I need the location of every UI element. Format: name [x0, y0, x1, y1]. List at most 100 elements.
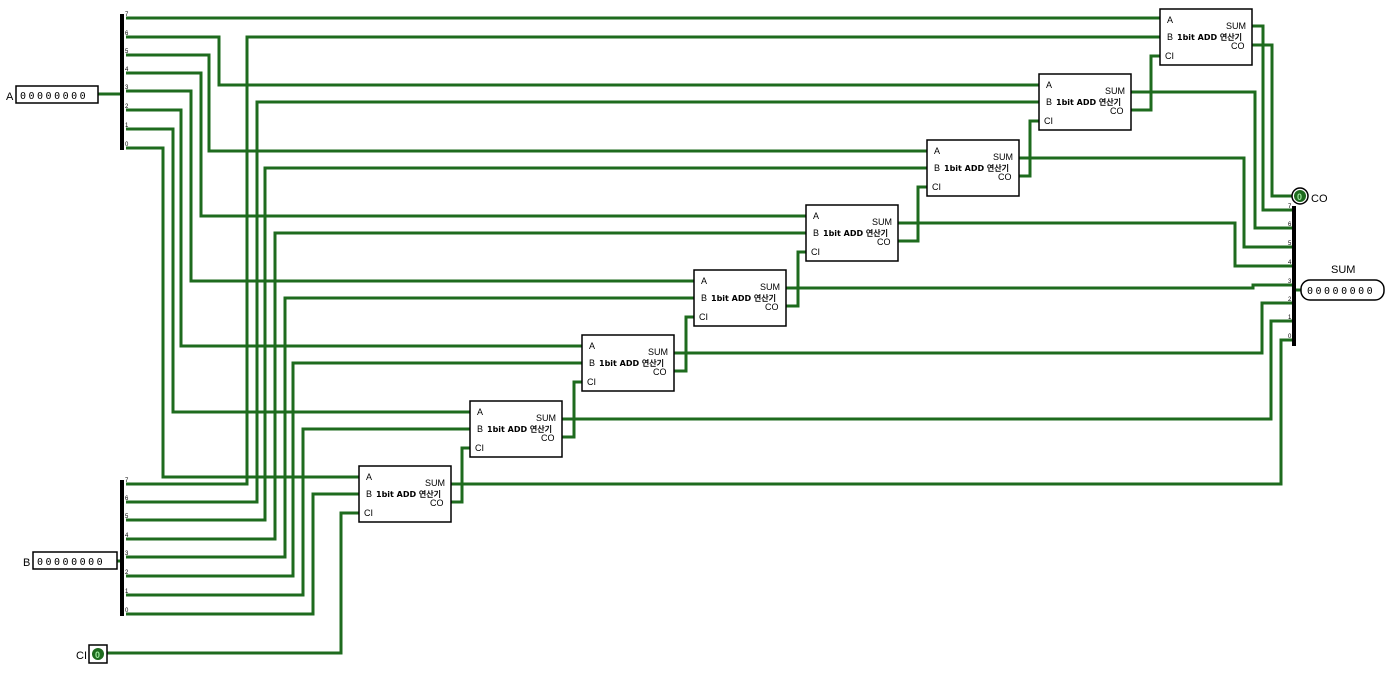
wire-sum-bit-5 — [1019, 156, 1294, 249]
splitter-a-index: 6 — [125, 31, 129, 37]
adder-pin-co-label: CO — [653, 367, 667, 377]
input-b-register[interactable] — [32, 551, 118, 570]
wire-a-bit-3 — [126, 89, 694, 283]
adder-pin-b-label: B — [589, 358, 595, 368]
adder-pin-b-label: B — [477, 424, 483, 434]
adder-body[interactable] — [1159, 8, 1253, 66]
adder-pin-b-label: B — [366, 489, 372, 499]
input-ci-value: 0 — [95, 650, 100, 660]
wire-sum-bit-6 — [1131, 90, 1294, 230]
adder-pin-co-label: CO — [541, 433, 555, 443]
input-ci[interactable]: CI 0 — [76, 644, 108, 664]
splitter-b-index: 3 — [125, 551, 129, 557]
wire-sum-bit-1 — [562, 319, 1294, 421]
splitter-a-index: 5 — [125, 49, 129, 55]
adder-pin-co-label: CO — [877, 237, 891, 247]
wire-b-bit-2 — [126, 361, 582, 578]
combiner-sum-index: 1 — [1288, 315, 1292, 321]
adder-body[interactable] — [1038, 73, 1132, 131]
adder-pin-sum-label: SUM — [760, 282, 780, 292]
input-a-label: A — [6, 91, 14, 103]
combiner-sum-index: 2 — [1288, 297, 1292, 303]
input-a[interactable]: A 00000000 — [6, 85, 99, 104]
input-a-value: 00000000 — [20, 91, 88, 102]
adder-title: 1bit ADD 연산기 — [944, 163, 1009, 173]
adder-pin-ci-label: CI — [475, 443, 484, 453]
adder-pin-sum-label: SUM — [425, 478, 445, 488]
splitter-a-index: 4 — [125, 67, 129, 73]
combiner-sum-index: 6 — [1288, 222, 1292, 228]
wire-a-bit-5 — [126, 53, 927, 153]
splitter-a-index: 1 — [125, 123, 129, 129]
wire-b-bit-7 — [126, 35, 1160, 486]
adder-body[interactable] — [469, 400, 563, 458]
output-co: 0 CO — [1291, 187, 1328, 205]
input-ci-label: CI — [76, 650, 87, 662]
combiner-sum-index: 7 — [1288, 204, 1292, 210]
combiner-sum-index: 3 — [1288, 279, 1292, 285]
adder-title: 1bit ADD 연산기 — [1056, 97, 1121, 107]
wire-b-bit-3 — [126, 296, 694, 559]
adder-pin-b-label: B — [1167, 32, 1173, 42]
input-a-register[interactable] — [15, 85, 99, 104]
adder-pin-ci-label: CI — [587, 377, 596, 387]
adder-pin-a-label: A — [589, 341, 595, 351]
adder-pin-co-label: CO — [430, 498, 444, 508]
input-b[interactable]: B 00000000 — [23, 551, 118, 570]
wire-b-bit-1 — [126, 427, 470, 597]
adder-title: 1bit ADD 연산기 — [599, 358, 664, 368]
input-b-value: 00000000 — [37, 557, 105, 568]
adder-pin-sum-label: SUM — [1105, 86, 1125, 96]
adder-pin-a-label: A — [813, 211, 819, 221]
adder-pin-ci-label: CI — [1044, 116, 1053, 126]
adder-pin-ci-label: CI — [364, 508, 373, 518]
output-co-value: 0 — [1297, 192, 1302, 202]
adder-pin-b-label: B — [1046, 97, 1052, 107]
adder-body[interactable] — [926, 139, 1020, 197]
adder-pin-sum-label: SUM — [648, 347, 668, 357]
combiner-sum-index: 4 — [1288, 260, 1292, 266]
splitter-a-index: 2 — [125, 104, 129, 110]
output-co-led — [1294, 190, 1306, 202]
adder-pin-a-label: A — [366, 472, 372, 482]
adder-title: 1bit ADD 연산기 — [376, 489, 441, 499]
adder-pin-co-label: CO — [998, 172, 1012, 182]
output-sum-label: SUM — [1331, 264, 1355, 276]
output-co-label: CO — [1311, 193, 1328, 205]
adder-pin-ci-label: CI — [811, 247, 820, 257]
adder-body[interactable] — [358, 465, 452, 523]
adder-pin-a-label: A — [1167, 15, 1173, 25]
wire-carry-1 — [562, 380, 582, 439]
adder-pin-co-label: CO — [765, 302, 779, 312]
output-sum-value: 00000000 — [1307, 286, 1375, 297]
adder-title: 1bit ADD 연산기 — [711, 293, 776, 303]
wire-carry-4 — [898, 185, 927, 243]
wire-a-bit-1 — [126, 127, 470, 414]
adder-body[interactable] — [581, 334, 675, 392]
splitter-b-index: 1 — [125, 589, 129, 595]
wire-a-bit-0 — [126, 146, 359, 479]
wire-carry-0 — [451, 446, 470, 504]
wire-sum-bit-7 — [1252, 24, 1294, 212]
adder-body[interactable] — [693, 269, 787, 327]
splitter-b-index: 6 — [125, 496, 129, 502]
adder-body[interactable] — [805, 204, 899, 262]
splitter-b-index: 7 — [125, 478, 129, 484]
adder-pin-a-label: A — [701, 276, 707, 286]
combiner-sum-index: 0 — [1288, 334, 1292, 340]
wire-carry-6 — [1131, 54, 1160, 112]
combiner-sum-index: 5 — [1288, 241, 1292, 247]
adder-pin-ci-label: CI — [1165, 51, 1174, 61]
splitter-a-index: 3 — [125, 85, 129, 91]
